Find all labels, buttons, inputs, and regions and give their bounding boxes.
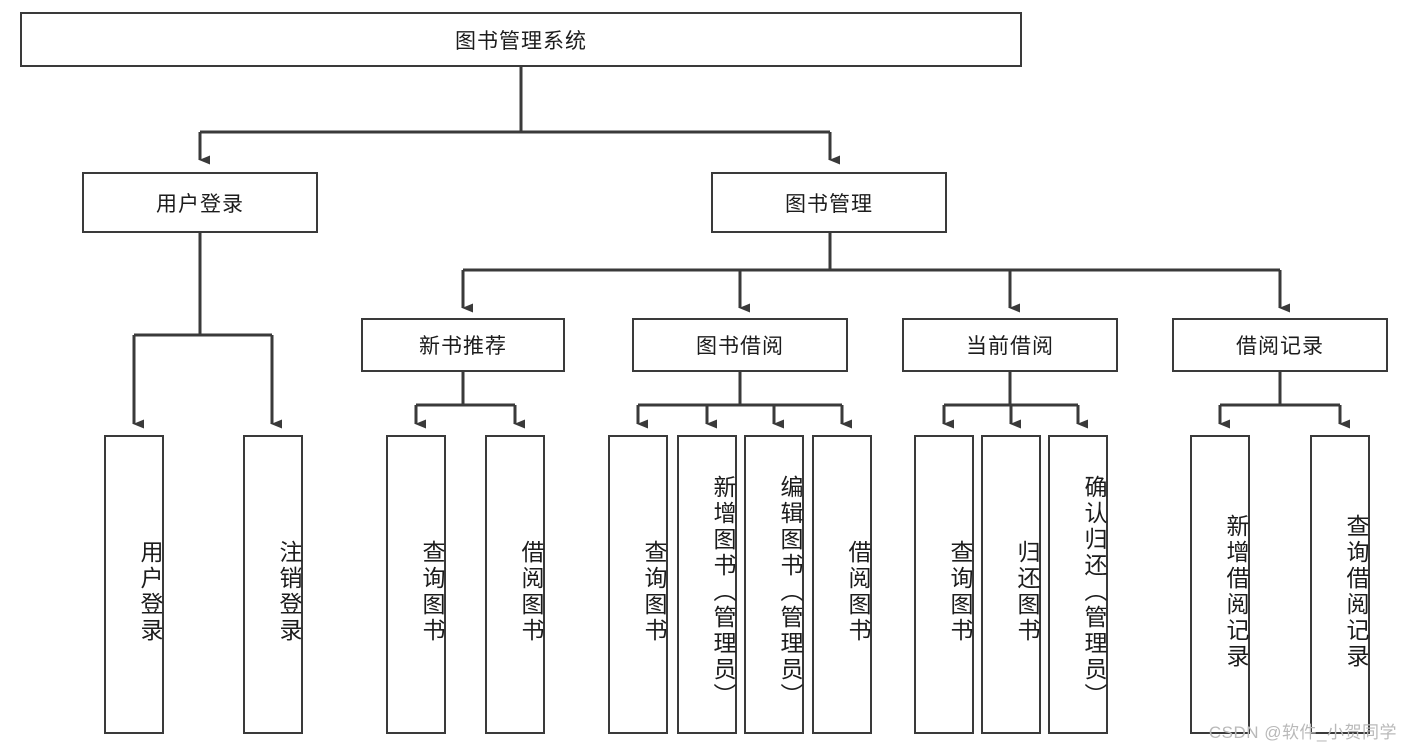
leaf-current-borrow-query-label: 查询图书 — [947, 539, 973, 644]
node-book-borrow-label: 图书借阅 — [696, 335, 784, 358]
leaf-book-borrow-query-label: 查询图书 — [641, 539, 667, 644]
leaf-new-book-query[interactable]: 查询图书 — [386, 435, 446, 734]
node-book-manage-label: 图书管理 — [785, 192, 873, 216]
leaf-new-book-query-label: 查询图书 — [419, 539, 445, 644]
node-book-borrow[interactable]: 图书借阅 — [632, 318, 848, 372]
node-current-borrow-label: 当前借阅 — [966, 335, 1054, 358]
leaf-book-borrow-borrow-label: 借阅图书 — [845, 539, 871, 644]
node-current-borrow[interactable]: 当前借阅 — [902, 318, 1118, 372]
node-book-manage[interactable]: 图书管理 — [711, 172, 947, 233]
leaf-book-borrow-borrow[interactable]: 借阅图书 — [812, 435, 872, 734]
node-root-label: 图书管理系统 — [455, 29, 587, 53]
node-new-book-recommend[interactable]: 新书推荐 — [361, 318, 565, 372]
leaf-user-login-logout[interactable]: 注销登录 — [243, 435, 303, 734]
node-borrow-records-label: 借阅记录 — [1236, 335, 1324, 358]
leaf-user-login-logout-label: 注销登录 — [276, 539, 302, 644]
csdn-watermark: CSDN @软件_小贺同学 — [1208, 723, 1397, 742]
leaf-new-book-borrow-label: 借阅图书 — [518, 539, 544, 644]
node-borrow-records[interactable]: 借阅记录 — [1172, 318, 1388, 372]
leaf-book-borrow-edit[interactable]: 编辑图书（管理员） — [744, 435, 804, 734]
node-user-login[interactable]: 用户登录 — [82, 172, 318, 233]
leaf-book-borrow-add-label: 新增图书（管理员） — [710, 474, 736, 709]
leaf-borrow-records-add[interactable]: 新增借阅记录 — [1190, 435, 1250, 734]
leaf-borrow-records-add-label: 新增借阅记录 — [1223, 513, 1249, 670]
leaf-book-borrow-query[interactable]: 查询图书 — [608, 435, 668, 734]
leaf-current-borrow-confirm-label: 确认归还（管理员） — [1081, 474, 1107, 709]
node-user-login-label: 用户登录 — [156, 192, 244, 216]
node-root[interactable]: 图书管理系统 — [20, 12, 1022, 67]
leaf-current-borrow-query[interactable]: 查询图书 — [914, 435, 974, 734]
leaf-current-borrow-return-label: 归还图书 — [1014, 539, 1040, 644]
leaf-book-borrow-add[interactable]: 新增图书（管理员） — [677, 435, 737, 734]
leaf-book-borrow-edit-label: 编辑图书（管理员） — [777, 474, 803, 709]
leaf-new-book-borrow[interactable]: 借阅图书 — [485, 435, 545, 734]
leaf-current-borrow-return[interactable]: 归还图书 — [981, 435, 1041, 734]
leaf-user-login-login[interactable]: 用户登录 — [104, 435, 164, 734]
node-new-book-recommend-label: 新书推荐 — [419, 335, 507, 358]
leaf-borrow-records-query-label: 查询借阅记录 — [1343, 513, 1369, 670]
leaf-user-login-login-label: 用户登录 — [137, 539, 163, 644]
leaf-current-borrow-confirm[interactable]: 确认归还（管理员） — [1048, 435, 1108, 734]
leaf-borrow-records-query[interactable]: 查询借阅记录 — [1310, 435, 1370, 734]
